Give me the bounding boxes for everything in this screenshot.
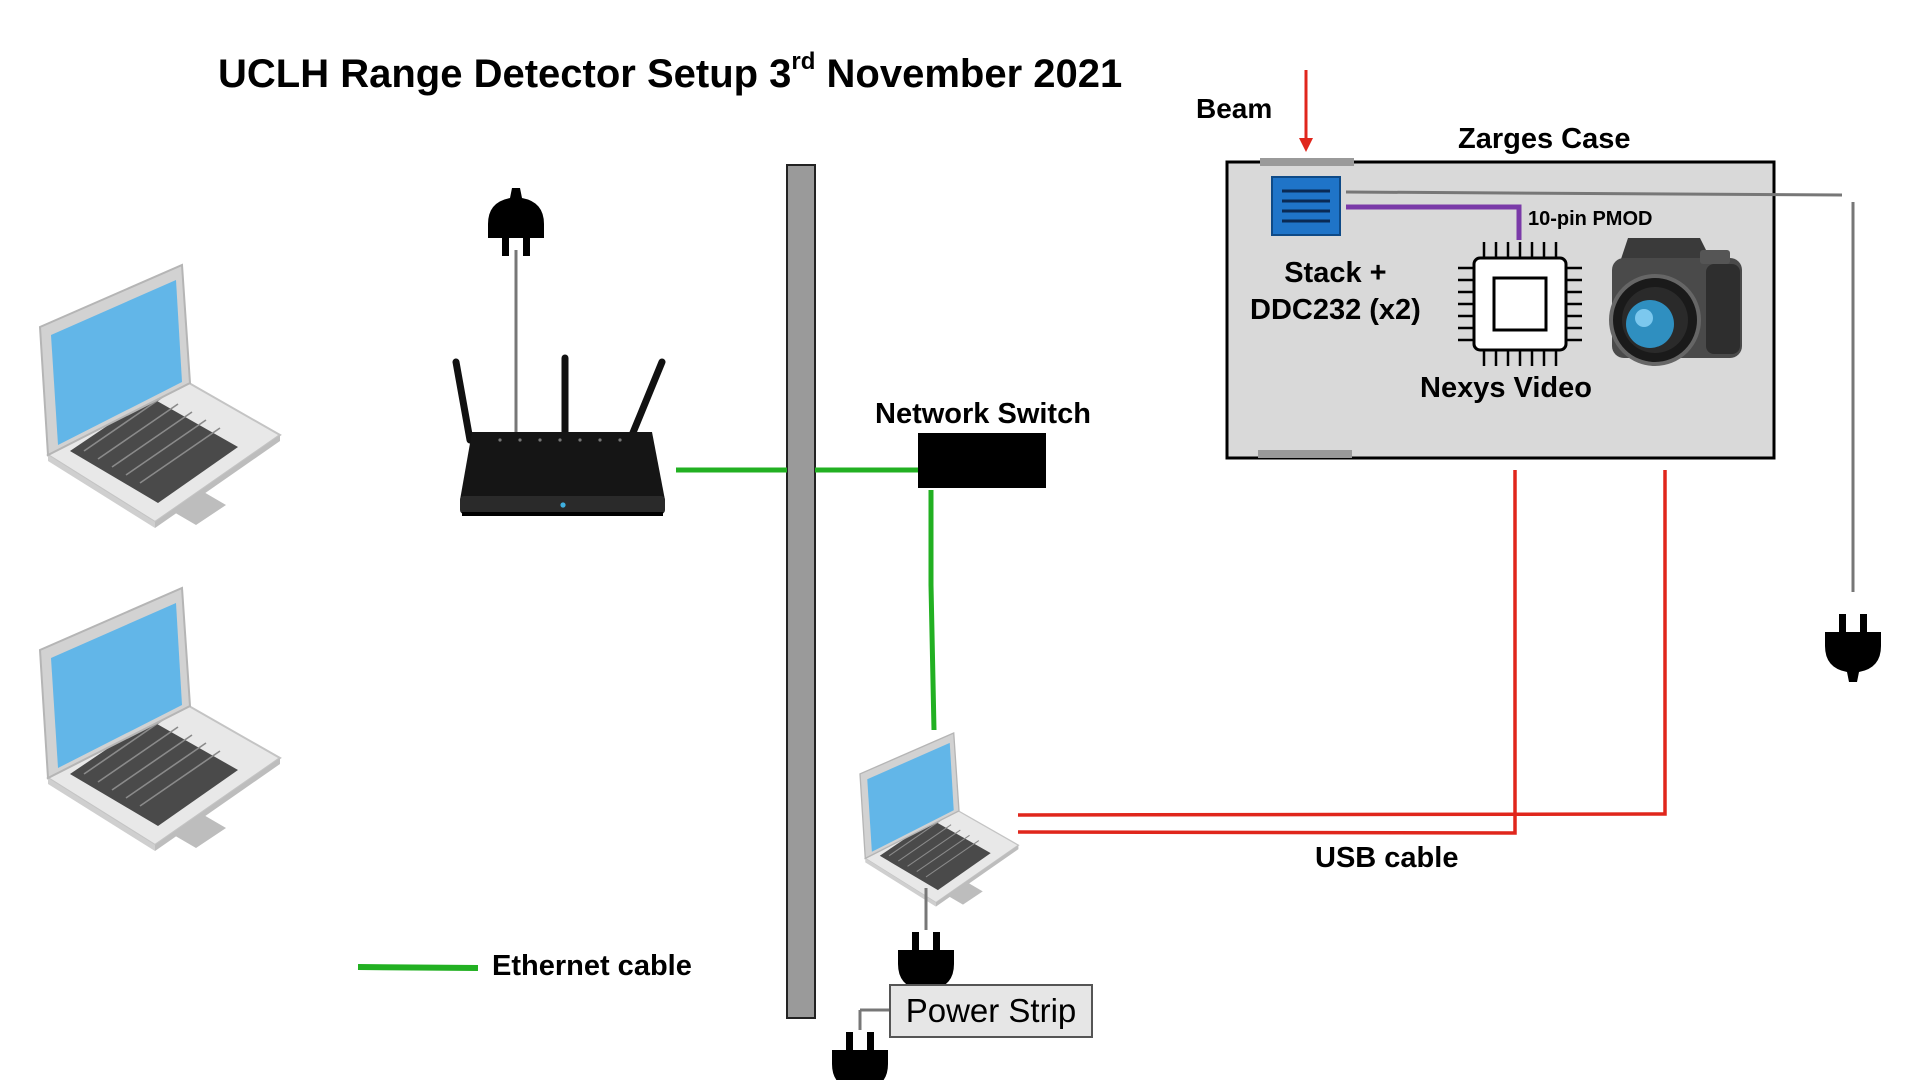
camera-icon [1609,238,1742,366]
network-switch [918,433,1046,488]
ethernet-cable [676,467,937,731]
stack-label: Stack + DDC232 (x2) [1250,255,1421,329]
case-latch [1260,158,1354,166]
plug-icon [832,1032,888,1085]
nexys-video-label: Nexys Video [1420,372,1592,404]
detector-power-cable [1345,190,1855,592]
ethernet-legend-line [357,964,479,971]
zarges-case-label: Zarges Case [1458,123,1631,155]
pmod-label: 10-pin PMOD [1528,208,1653,230]
stack-label-line2: DDC232 (x2) [1250,294,1421,326]
plug-icon [1825,614,1881,682]
laptop-icon [39,264,281,529]
stack-label-line1: Stack + [1284,257,1387,289]
laptop-icon [39,587,281,852]
power-strip: Power Strip [889,984,1093,1038]
pmod-cable [1346,204,1522,240]
wall [786,164,816,1019]
plug-icon [488,188,544,256]
laptop-icon [859,732,1020,908]
detector-icon [1271,176,1341,236]
beam-arrow [1299,70,1313,152]
chip-icon [1458,242,1582,366]
case-latch [1258,450,1352,458]
usb-cable-label: USB cable [1315,842,1459,874]
ethernet-cable-label: Ethernet cable [492,950,692,982]
router-icon [452,354,666,516]
page-title: UCLH Range Detector Setup 3rd November 2… [218,48,1123,96]
beam-label: Beam [1196,93,1273,124]
network-switch-label: Network Switch [875,398,1091,430]
